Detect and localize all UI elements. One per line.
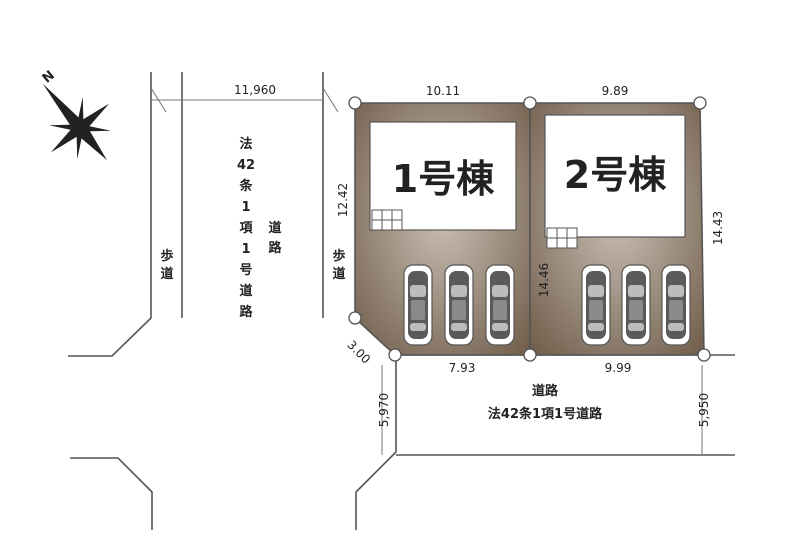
- corner-marker-nw: [348, 96, 362, 110]
- lot-1-car-icon-2: [444, 264, 474, 346]
- road-col1-char: 法: [239, 136, 252, 152]
- road-col1-char: 号: [239, 263, 252, 278]
- lot-1-car-icon-3: [485, 264, 515, 346]
- lot-1-car-icon-1: [403, 264, 433, 346]
- road-col1-char: 道: [239, 283, 252, 299]
- road-col1-char: 条: [239, 178, 253, 194]
- corner-marker-se: [697, 348, 711, 362]
- south-road-width-right: 5,950: [697, 393, 711, 427]
- dim-west-side: 12.42: [336, 183, 350, 217]
- lot-2-meter-icon: [546, 227, 578, 249]
- walk-left-char: 歩: [160, 248, 173, 264]
- road-col1-char: 1: [241, 200, 250, 215]
- corner-marker-sw: [388, 348, 402, 362]
- dim-east-side: 14.43: [711, 211, 725, 245]
- south-west-corner-curb: [70, 457, 153, 530]
- walk-left-char: 道: [160, 266, 173, 282]
- corner-marker-s-mid: [523, 348, 537, 362]
- dim-bottom-left: 7.93: [449, 361, 476, 375]
- west-sidewalk-label-left: 歩道: [160, 248, 173, 282]
- lot-2-car-icon-2: [621, 264, 651, 346]
- west-road-width: 11,960: [234, 83, 276, 97]
- south-road-name-line2: 法42条1項1号道路: [488, 406, 603, 422]
- lot-2-building: [544, 114, 686, 238]
- road-col2-char: 路: [268, 240, 282, 256]
- compass-north-label: N: [40, 68, 58, 86]
- south-road-name-line1: 道路: [532, 383, 559, 399]
- west-road-name-col1: 法 42 条 1 項 1 号道路: [237, 136, 255, 320]
- lot-2-car-icon-3: [661, 264, 691, 346]
- dim-middle: 14.46: [537, 263, 551, 297]
- dim-top-left: 10.11: [426, 84, 460, 98]
- compass-rose-icon: [42, 83, 111, 161]
- lot-1-label: 1号棟: [392, 157, 495, 201]
- lot-2-car-icon-1: [581, 264, 611, 346]
- south-road-width-left: 5,970: [377, 393, 391, 427]
- property-lots: 1号棟 2号棟: [348, 96, 711, 362]
- corner-marker-w-cut: [348, 311, 362, 325]
- road-col1-char: 項: [239, 221, 253, 236]
- walk-right-char: 歩: [332, 248, 345, 264]
- west-sidewalk-label-right: 歩道: [332, 248, 345, 282]
- walk-right-char: 道: [332, 266, 345, 282]
- road-col1-char: 1: [241, 242, 250, 257]
- road-col2-char: 道: [268, 220, 281, 236]
- south-road: 5,970 5,950 道路 法42条1項1号道路: [355, 354, 735, 530]
- west-road-width-dim-tick-right: [322, 87, 339, 113]
- road-col1-char: 路: [239, 304, 253, 320]
- lot-1-meter-icon: [371, 209, 403, 231]
- road-col1-char: 42: [237, 158, 255, 173]
- dim-top-right: 9.89: [602, 84, 629, 98]
- corner-marker-ne: [693, 96, 707, 110]
- lot-2-label: 2号棟: [564, 153, 667, 197]
- west-road-left-edge: [68, 72, 152, 357]
- west-road-name-col2: 道路: [268, 220, 282, 256]
- corner-marker-n-mid: [523, 96, 537, 110]
- west-road-width-dim-tick-left: [150, 87, 167, 113]
- dim-bottom-right: 9.99: [605, 361, 632, 375]
- south-road-west-curb: [355, 355, 397, 530]
- dim-corner-cut: 3.00: [344, 338, 373, 367]
